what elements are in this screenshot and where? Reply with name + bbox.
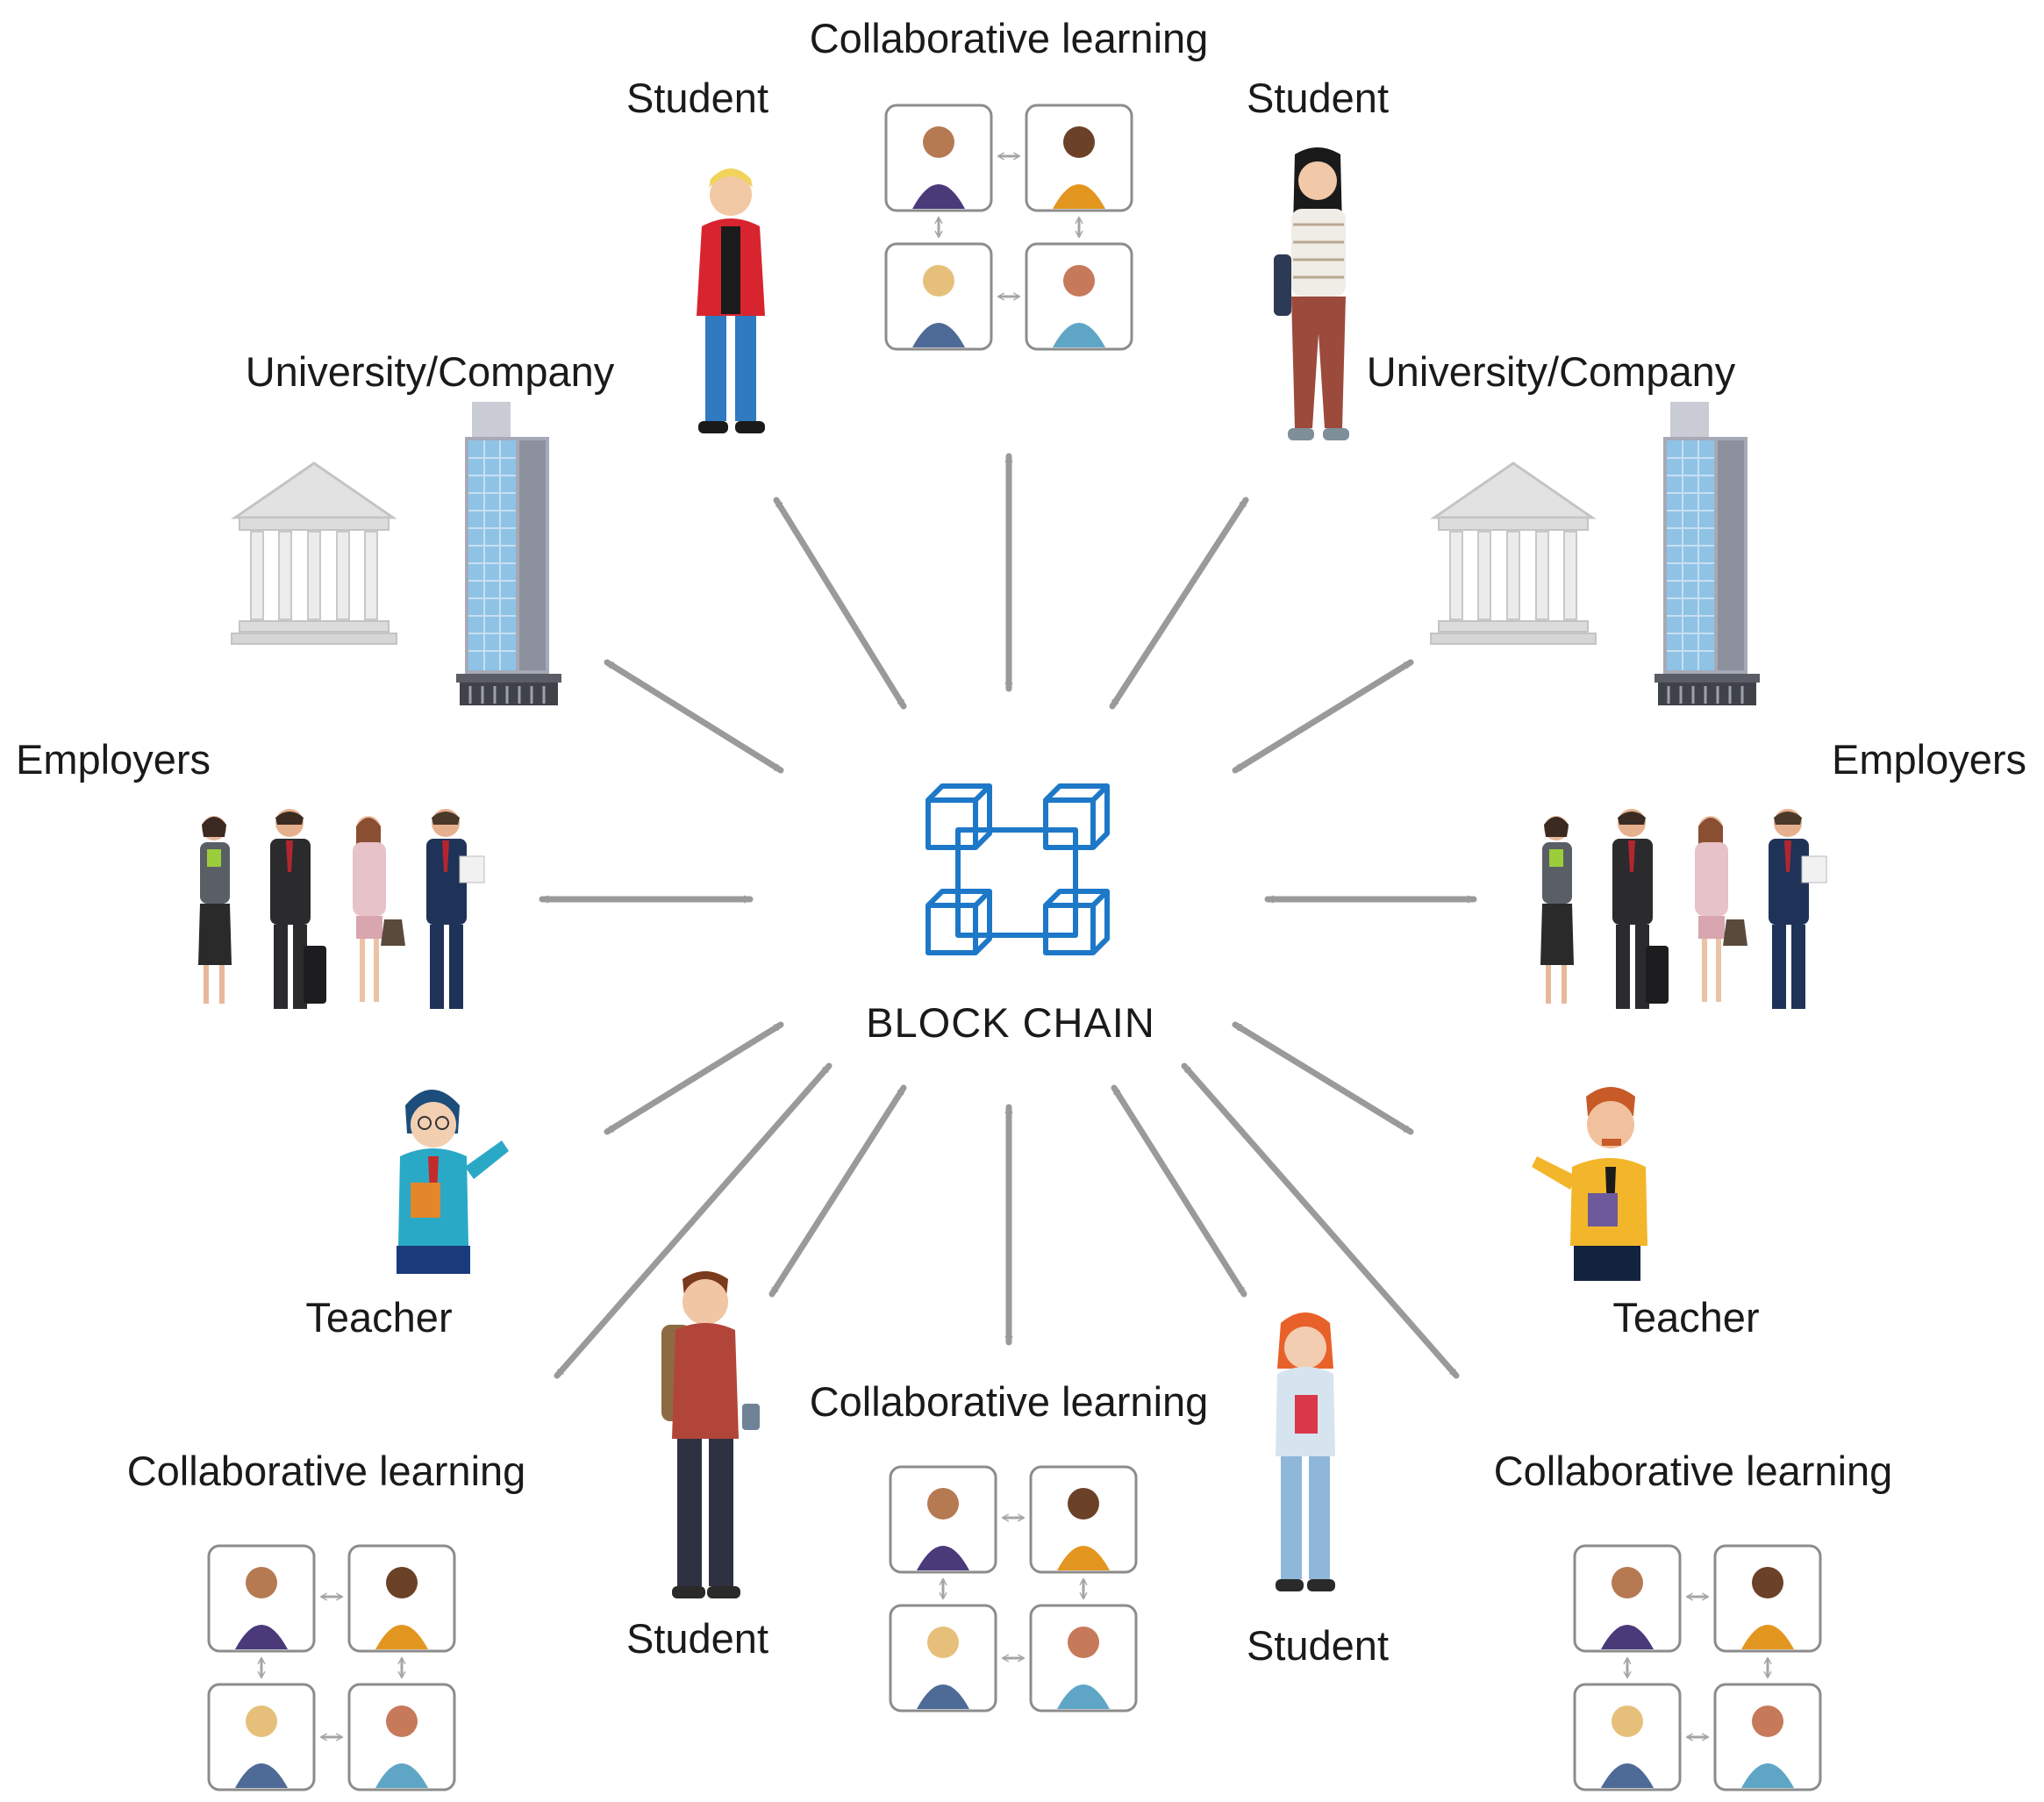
university-right-label: University/Company: [1366, 348, 1736, 395]
collab-group-bottom-center: [889, 1465, 1138, 1713]
teacher-left-figure: [397, 1090, 509, 1274]
arrow-student-top-right: [1109, 497, 1249, 710]
arrow-university-right: [1232, 659, 1414, 774]
arrow-student-bottom-left: [768, 1084, 907, 1298]
teacher-right-label: Teacher: [1612, 1294, 1760, 1341]
student-top-left-label: Student: [625, 75, 769, 121]
employers-left-label: Employers: [16, 736, 211, 783]
arrow-teacher-right: [1232, 1021, 1414, 1135]
teacher-left-label: Teacher: [305, 1294, 453, 1341]
collab-group-bottom-right: [1573, 1544, 1822, 1791]
teacher-right-figure: [1532, 1087, 1647, 1281]
employers-group-icon-right: [1540, 808, 1827, 1010]
employers-group-icon-left: [197, 808, 485, 1010]
collab-group-bottom-left: [207, 1544, 456, 1791]
company-tower-icon-left: [454, 400, 563, 707]
blockchain-icon: [926, 783, 1110, 955]
student-bottom-left-figure: [661, 1271, 760, 1598]
university-temple-icon-left: [230, 461, 398, 646]
university-temple-icon-right: [1429, 461, 1597, 646]
student-bottom-right-label: Student: [1246, 1622, 1390, 1669]
arrow-teacher-left: [604, 1021, 784, 1135]
student-top-right-label: Student: [1246, 75, 1390, 121]
collab-figures: [912, 126, 1105, 347]
employers-right-label: Employers: [1832, 736, 2027, 783]
student-bottom-right-figure: [1276, 1312, 1335, 1591]
collab-bottom-left-label: Collaborative learning: [126, 1448, 526, 1494]
arrow-student-bottom-right: [1111, 1084, 1247, 1298]
arrow-student-top-left: [773, 497, 907, 710]
company-tower-icon-right: [1653, 400, 1762, 707]
collab-top-label: Collaborative learning: [809, 15, 1209, 61]
arrow-university-left: [604, 659, 784, 774]
collab-bottom-right-label: Collaborative learning: [1493, 1448, 1893, 1494]
block-chain-label: BLOCK CHAIN: [866, 999, 1155, 1046]
collab-group-top: [884, 104, 1133, 351]
university-left-label: University/Company: [245, 348, 615, 395]
collab-bottom-center-label: Collaborative learning: [809, 1378, 1209, 1425]
student-bottom-left-label: Student: [625, 1615, 769, 1662]
student-top-right-figure: [1274, 147, 1349, 440]
student-top-left-figure: [697, 168, 765, 433]
arrows: [539, 453, 1477, 1379]
